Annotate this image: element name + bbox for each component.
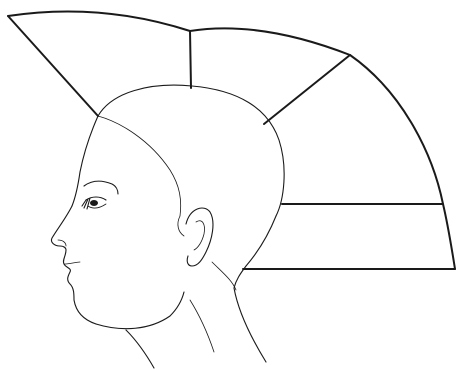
eyelashes [82, 198, 90, 209]
crown-divider [264, 55, 350, 124]
top-arc-front [8, 11, 190, 31]
section-frame [8, 11, 455, 269]
forehead-outline [72, 116, 98, 206]
front-section-left-edge [8, 16, 98, 116]
sideburn [178, 216, 184, 236]
back-head-outline [234, 216, 276, 288]
side-hairline [98, 116, 181, 216]
head-sketch [51, 85, 284, 368]
top-divider-vertical [190, 31, 191, 88]
ear-inner [194, 221, 205, 250]
outer-back-arc [350, 55, 455, 269]
skull-outline [98, 85, 284, 216]
neck-front [126, 330, 154, 368]
eyebrow [84, 181, 118, 194]
lips-chin-outline [63, 250, 96, 324]
neck-back [234, 288, 266, 362]
eye-pupil [90, 200, 98, 206]
nose-outline [51, 206, 72, 250]
top-arc-back [190, 28, 350, 55]
nape-hairline [212, 262, 236, 290]
jawline [96, 292, 184, 329]
eye-upper-lid [86, 197, 106, 200]
nostril [58, 240, 66, 246]
mouth-line [64, 262, 80, 264]
ear-outline [186, 208, 213, 266]
throat-line [190, 300, 214, 352]
